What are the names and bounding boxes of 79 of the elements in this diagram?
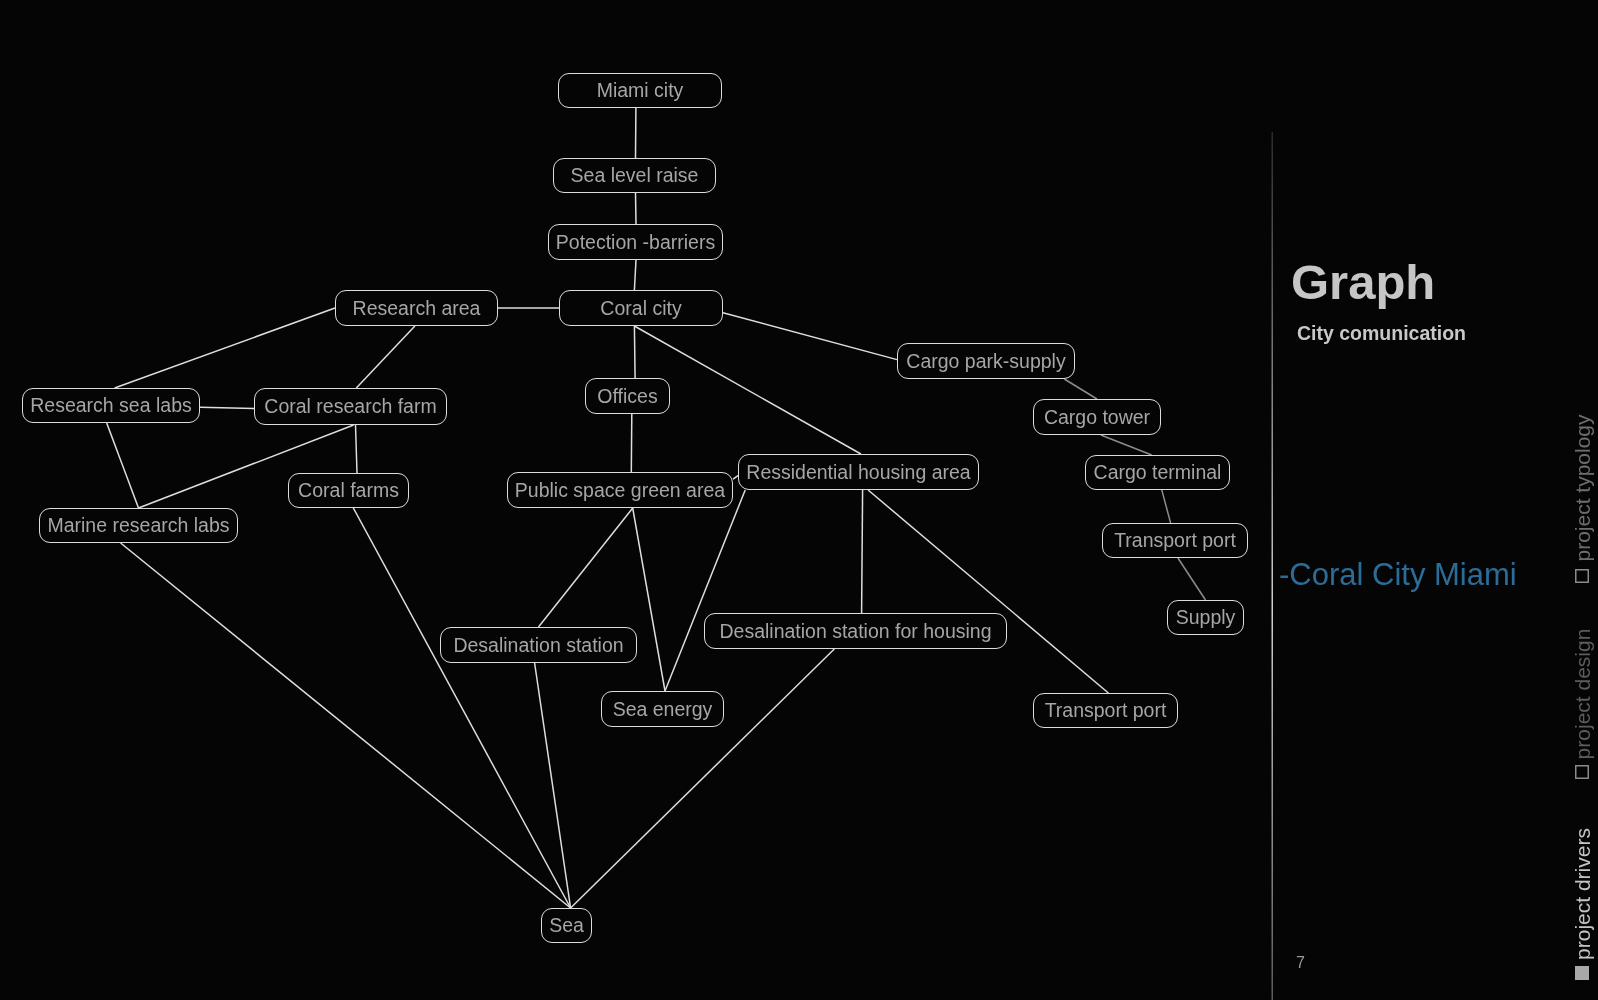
connector-line [732,474,739,480]
project-title: -Coral City Miami [1279,559,1517,590]
connector-line [860,489,864,614]
node-label: Desalination station for housing [719,620,992,642]
node-label: Sea energy [612,698,713,720]
connector-line [630,413,633,473]
connector-line [867,489,1110,694]
connector-line [633,325,862,455]
connector-line [105,422,140,509]
connector-line [634,192,637,225]
node-label: Desalination station [453,634,624,656]
rounded-node-box [585,378,670,414]
node-label: Sea [549,915,584,936]
connector-line [634,107,637,159]
node-label: Sea level raise [570,165,699,186]
rounded-node-box [39,508,238,543]
node-label: Coral farms [298,480,399,501]
connector-line [1100,434,1153,456]
vertical-tab-label: project typology [1571,414,1593,562]
node-label: Coral research farm [264,396,437,417]
node-label: Cargo tower [1043,406,1151,428]
node-label: Cargo park-supply [906,350,1066,372]
rounded-node-box [1102,523,1248,558]
rounded-node-box [507,472,733,508]
connector-line [352,507,572,909]
vertical-tab-label: project drivers [1571,828,1593,960]
rounded-node-box [1033,693,1178,728]
title: Graph [1291,258,1436,307]
page-number: 7 [1296,955,1305,971]
rounded-node-box [548,224,723,260]
rounded-node-box [704,613,1007,649]
node-label: Research area [352,297,481,319]
connector-line [1063,378,1098,400]
node-label: Research sea labs [30,395,192,416]
connector-line [1161,489,1172,524]
rounded-node-box [288,473,409,508]
node-label: Transport port [1044,700,1167,721]
connector-line [199,406,255,410]
node-label: Cargo terminal [1093,462,1222,483]
rounded-node-box [335,290,498,326]
connector-line [537,507,634,628]
rounded-node-box [1167,600,1244,635]
node-label: Coral city [600,297,682,319]
rounded-node-box [738,454,979,490]
vertical-tab-label: project design [1571,628,1593,760]
rounded-node-box [559,290,723,326]
node-label: Ressidential housing area [746,461,971,483]
node-label: Public space green area [514,479,726,501]
node-label: Transport port [1114,530,1236,551]
subtitle: City comunication [1297,324,1467,344]
rounded-node-box [558,73,722,108]
rounded-node-box [541,908,592,943]
connector-line [497,307,560,309]
connector-line [633,325,636,379]
rounded-node-box [1033,399,1161,435]
connector-line [569,648,836,909]
connector-line [664,489,746,692]
connector-line [113,307,336,389]
connector-line [631,507,666,692]
rounded-node-box [601,691,724,727]
rounded-node-box [254,388,447,425]
connector-line [633,259,637,291]
connector-line [722,311,898,361]
connector-line [1177,557,1207,601]
node-label: Marine research labs [47,515,230,536]
rounded-node-box [22,388,200,423]
connector-line [355,325,416,389]
rounded-node-box [440,627,637,663]
connector-line [354,424,358,474]
connector-line [119,542,572,909]
node-label: Supply [1175,607,1236,628]
connector-line [533,662,572,909]
node-label: Potection -barriers [555,231,716,253]
rounded-node-box [1085,455,1230,490]
connector-line [137,424,355,509]
node-label: Offices [597,385,658,407]
rounded-node-box [553,158,716,193]
node-label: Miami city [596,80,684,101]
rounded-node-box [897,343,1075,379]
